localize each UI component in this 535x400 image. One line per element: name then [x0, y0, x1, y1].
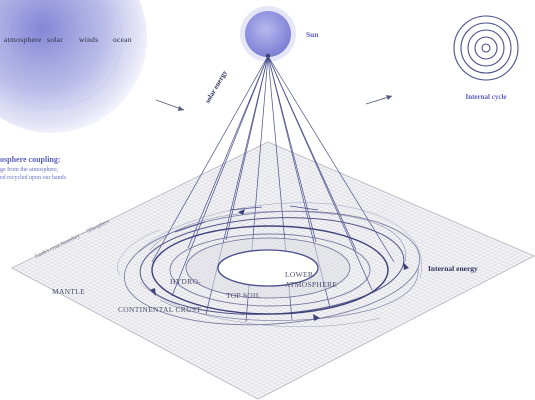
grid-line [250, 252, 527, 396]
atmosphere-layer-label-2: solar [47, 35, 63, 44]
grid-line [85, 231, 337, 359]
grid-line [243, 249, 519, 392]
coupling-note: osphere coupling: ge from the atmosphere… [0, 155, 67, 181]
solar-ray [151, 55, 269, 263]
grid-line [229, 242, 504, 385]
grid-line [41, 253, 290, 383]
grid-line [233, 244, 508, 387]
internal-cycle-spiral-icon [453, 15, 519, 81]
grid-line [215, 236, 489, 377]
internal-cycle-label: Internal cycle [465, 93, 506, 101]
ring-arrows [150, 209, 409, 321]
hydrosphere-label: HYDRO- [170, 277, 201, 286]
grid-line [33, 257, 282, 387]
grid-line [77, 235, 330, 363]
flow-arrow-left [155, 99, 185, 111]
sun [240, 6, 296, 62]
grid-line [254, 254, 531, 398]
grid-line [22, 262, 270, 394]
grid-line [81, 233, 334, 361]
grid-line [236, 246, 512, 388]
grid-line [247, 250, 523, 394]
grid-line [19, 264, 266, 396]
grid-line [201, 229, 474, 370]
grid-line [219, 237, 493, 379]
mantle-label: MANTLE [52, 287, 85, 296]
grid-line [194, 226, 466, 366]
solar-ray [171, 55, 269, 297]
grid-line [55, 246, 306, 375]
grid-line [48, 249, 298, 379]
solar-ray [267, 55, 357, 251]
grid-line [52, 248, 302, 377]
atmosphere-layer-label-4: ocean [113, 35, 132, 44]
grid-line [222, 239, 497, 381]
top-soil-label: TOP SOIL [226, 291, 261, 300]
sun-label: Sun [306, 30, 319, 39]
lower-atmosphere-label-line1: LOWER [285, 270, 313, 279]
coupling-title: osphere coupling: [0, 155, 61, 164]
grid-line [26, 260, 274, 392]
coupling-line-2: ed recycled upon our hands [0, 175, 67, 181]
atmosphere-layer-labels: atmosphere solar winds ocean [4, 35, 132, 44]
solar-ray [267, 55, 395, 263]
solar-energy-label: solar energy [203, 69, 228, 105]
grid-line [15, 266, 263, 398]
grid-line [70, 239, 322, 367]
grid-line [88, 230, 341, 357]
grid-line [66, 240, 318, 369]
solar-ray [187, 55, 269, 249]
continental-crust-label: CONTINENTAL CRUST [118, 305, 201, 314]
coupling-line-1: ge from the atmosphere, [0, 166, 59, 173]
grid-line [212, 234, 485, 375]
lower-atmosphere-label-line2: ATMOSPHERE [285, 280, 337, 289]
grid-line [187, 223, 459, 362]
grid-line [74, 237, 326, 365]
flow-arrow-right [365, 95, 393, 105]
grid-line [30, 258, 278, 389]
sun-icon [245, 11, 291, 57]
atmosphere-disk [0, 0, 147, 133]
atmosphere-layer-label-3: winds [79, 35, 98, 44]
grid-line [205, 231, 478, 372]
grid-line [37, 255, 286, 385]
atmosphere-layer-label-1: atmosphere [4, 35, 42, 44]
grid-line [44, 251, 294, 381]
internal-energy-label: Internal energy [428, 264, 478, 273]
